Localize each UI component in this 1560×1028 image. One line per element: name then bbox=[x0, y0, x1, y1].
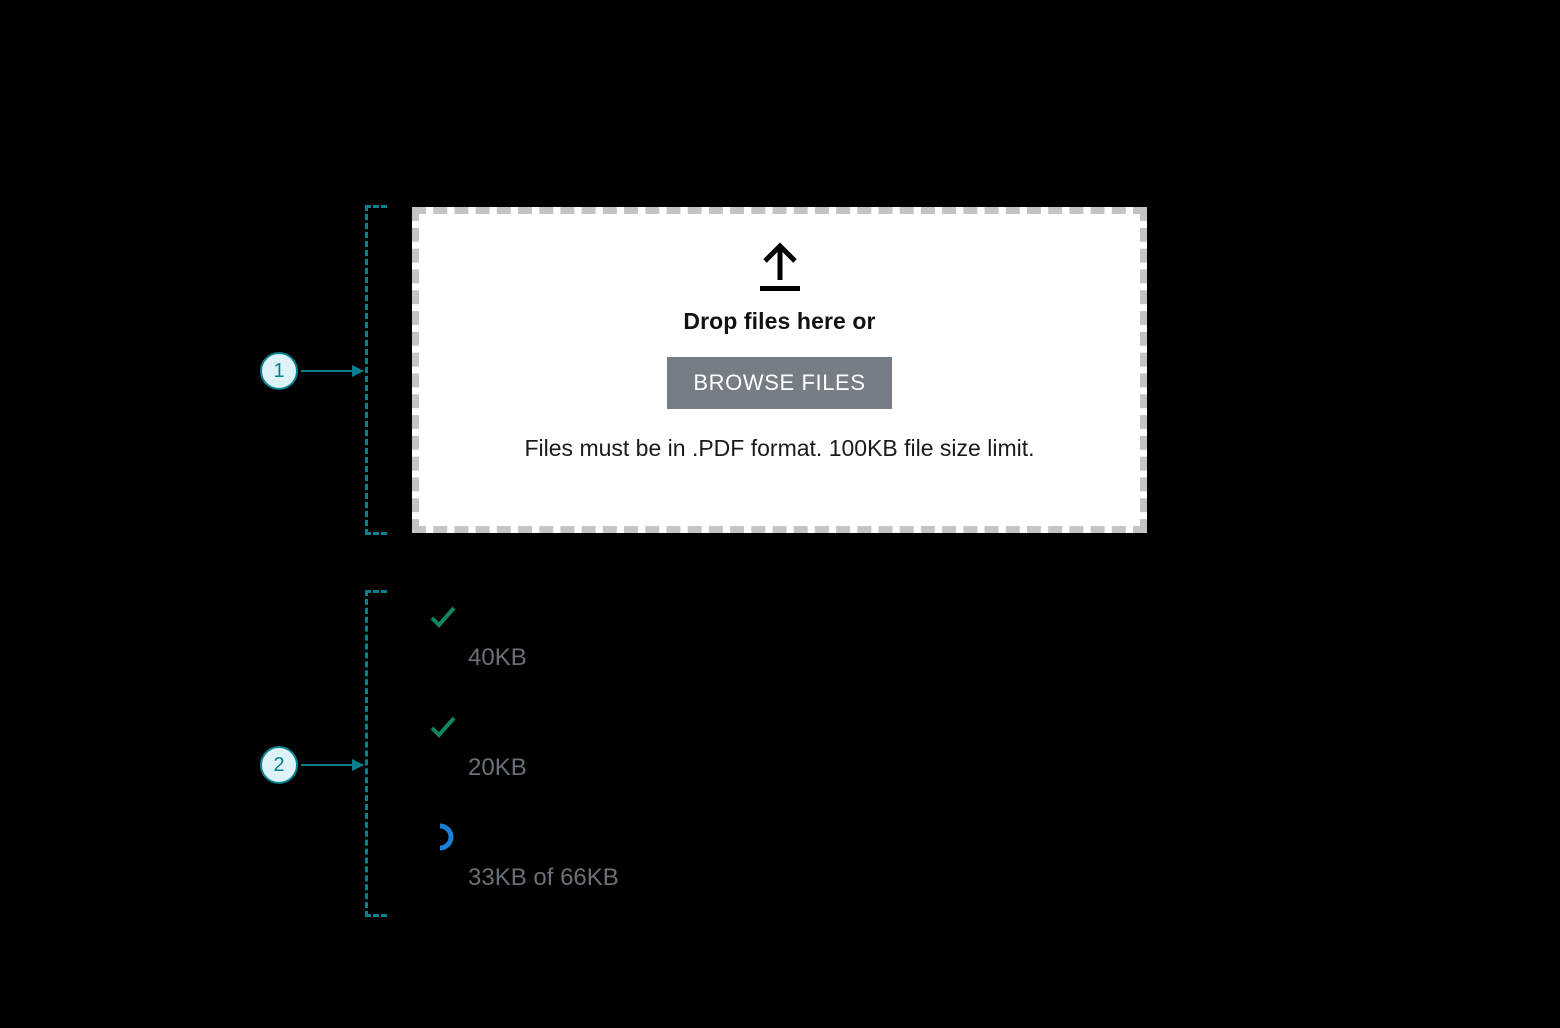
dropzone-headline: Drop files here or bbox=[683, 308, 876, 334]
list-item[interactable]: 40KB bbox=[428, 596, 1118, 706]
list-item[interactable]: 33KB of 66KB bbox=[428, 816, 1118, 926]
annotation-marker-2-arrow bbox=[301, 759, 364, 771]
annotation-bracket-2 bbox=[365, 590, 387, 917]
file-size: 40KB bbox=[468, 644, 527, 671]
annotation-marker-2-label: 2 bbox=[273, 754, 285, 776]
file-dropzone[interactable]: Drop files here or BROWSE FILES Files mu… bbox=[412, 207, 1147, 533]
dropzone-hint: Files must be in .PDF format. 100KB file… bbox=[524, 435, 1035, 461]
spinner-icon bbox=[428, 822, 458, 852]
annotation-marker-2-circle: 2 bbox=[260, 746, 298, 784]
annotation-marker-1: 1 bbox=[260, 352, 364, 390]
check-icon bbox=[428, 602, 458, 632]
file-size: 20KB bbox=[468, 754, 527, 781]
uploaded-file-list: 40KB 20KB 33KB of 66KB bbox=[428, 596, 1118, 926]
annotation-marker-1-circle: 1 bbox=[260, 352, 298, 390]
list-item[interactable]: 20KB bbox=[428, 706, 1118, 816]
file-size: 33KB of 66KB bbox=[468, 864, 619, 891]
browse-files-button[interactable]: BROWSE FILES bbox=[667, 357, 892, 409]
annotation-marker-1-label: 1 bbox=[273, 360, 285, 382]
annotation-bracket-1 bbox=[365, 205, 387, 535]
annotation-marker-1-arrow bbox=[301, 365, 364, 377]
upload-arrow-icon bbox=[752, 242, 808, 294]
check-icon bbox=[428, 712, 458, 742]
annotation-marker-2: 2 bbox=[260, 746, 364, 784]
